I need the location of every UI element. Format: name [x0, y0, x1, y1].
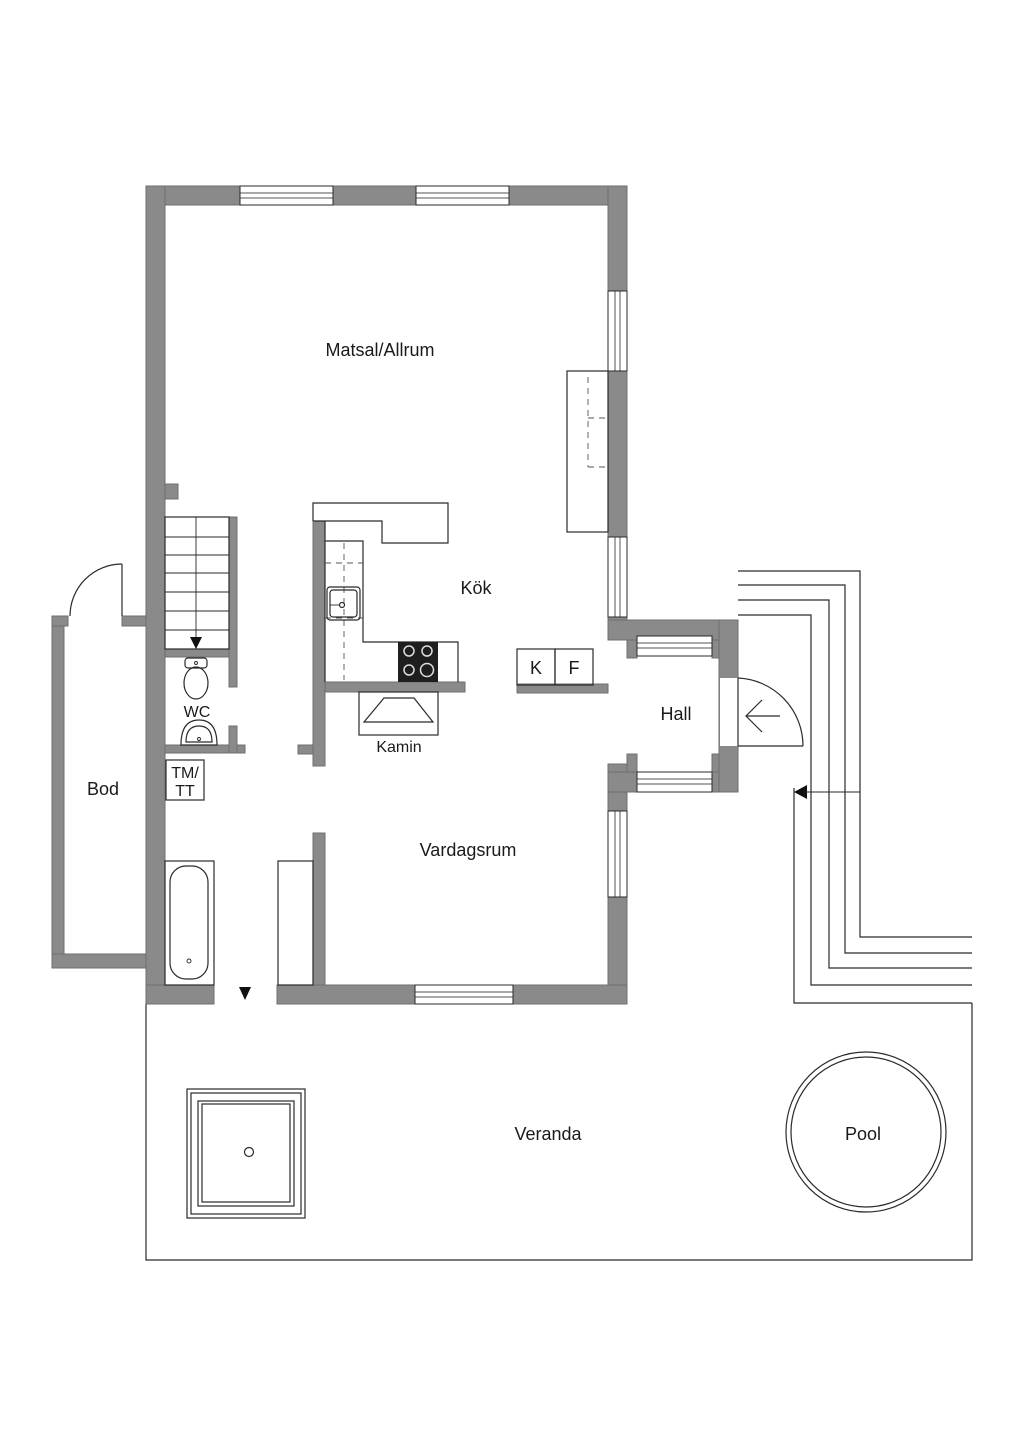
room-label-hall: Hall [660, 704, 691, 724]
toilet-icon [183, 657, 209, 700]
washbasin-icon [180, 719, 218, 746]
room-label-matsal: Matsal/Allrum [325, 340, 434, 360]
arrow-left-icon [745, 699, 780, 733]
entrance-arrow-icon [794, 785, 807, 799]
windows [239, 185, 713, 1005]
sink-icon [326, 586, 361, 621]
label-tmtt-line1: TM/ [171, 765, 199, 782]
freezer [554, 648, 594, 686]
label-kamin: Kamin [376, 739, 421, 756]
pool-circle [785, 1051, 947, 1213]
room-label-wc: WC [184, 704, 211, 721]
fridge-label: K [530, 658, 542, 678]
fireplace-icon [358, 691, 439, 736]
entrance-door [720, 677, 804, 747]
label-tmtt-line2: TT [175, 783, 195, 800]
hot-tub [186, 1088, 306, 1219]
room-label-vardagsrum: Vardagsrum [420, 840, 517, 860]
veranda-door-arrow-icon [239, 987, 251, 1000]
bod-door [69, 563, 123, 617]
veranda-area [145, 1003, 973, 1261]
stair-arrow-icon [190, 637, 202, 649]
walls [51, 185, 739, 1005]
staircase [164, 516, 230, 650]
room-label-veranda: Veranda [514, 1124, 582, 1144]
room-label-pool: Pool [845, 1124, 881, 1144]
entrance-steps [738, 570, 972, 1004]
wall-cabinet [566, 370, 609, 533]
room-label-bod: Bod [87, 779, 119, 799]
stove-icon [398, 642, 438, 682]
bathroom-cabinet [277, 860, 314, 986]
freezer-label: F [569, 658, 580, 678]
kitchen-fittings [312, 502, 594, 686]
bathtub-icon [164, 860, 215, 986]
washer-dryer-box [165, 759, 205, 801]
room-label-kok: Kök [460, 578, 492, 598]
